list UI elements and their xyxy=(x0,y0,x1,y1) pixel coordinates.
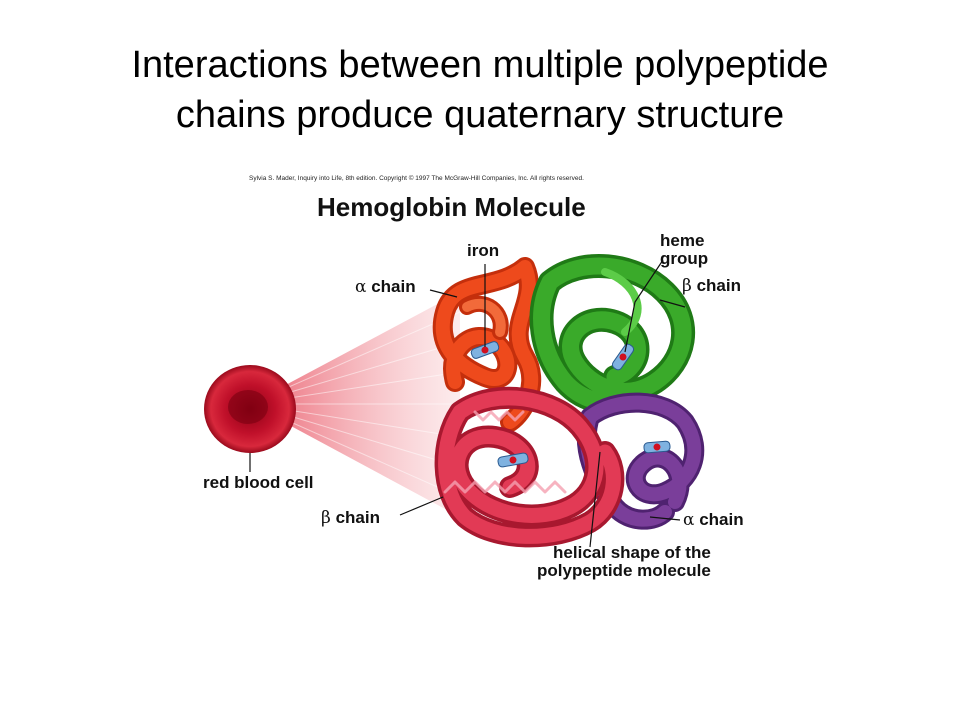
heme-group xyxy=(611,343,635,371)
leader-lines xyxy=(249,259,686,548)
label-beta-chain-top: β chain xyxy=(682,276,741,296)
hemoglobin-illustration xyxy=(204,254,705,548)
beta-symbol: β xyxy=(321,508,331,528)
label-beta-chain-bottom: β chain xyxy=(321,508,380,528)
hemoglobin-figure: Sylvia S. Mader, Inquiry into Life, 8th … xyxy=(195,172,760,597)
chain-word: chain xyxy=(696,276,741,295)
label-red-blood-cell: red blood cell xyxy=(203,473,314,492)
label-heme-group: heme group xyxy=(660,232,708,268)
label-heme-line-1: heme xyxy=(660,231,705,250)
alpha-symbol: α xyxy=(355,277,367,297)
label-helical-line-2: polypeptide molecule xyxy=(537,561,711,580)
label-alpha-chain-bottom: α chain xyxy=(683,510,744,530)
label-helical-shape: helical shape of the polypeptide molecul… xyxy=(537,544,711,580)
figure-title: Hemoglobin Molecule xyxy=(317,192,586,222)
label-alpha-chain-top: α chain xyxy=(355,277,416,297)
label-helical-line-1: helical shape of the xyxy=(553,543,711,562)
label-heme-line-2: group xyxy=(660,249,709,268)
chain-word: chain xyxy=(699,510,744,529)
chain-word: chain xyxy=(371,277,416,296)
slide-title-line-1: Interactions between multiple polypeptid… xyxy=(131,44,829,86)
alpha-symbol: α xyxy=(683,510,695,530)
beta-chain-top xyxy=(529,254,695,415)
label-iron: iron xyxy=(467,241,500,260)
heme-group xyxy=(643,440,671,454)
red-blood-cell xyxy=(204,365,296,453)
beta-chain-bottom xyxy=(434,386,625,548)
heme-groups xyxy=(470,341,671,468)
beta-symbol: β xyxy=(682,276,692,296)
slide-title: Interactions between multiple polypeptid… xyxy=(0,40,960,140)
heme-group xyxy=(497,452,529,468)
slide-title-line-2: chains produce quaternary structure xyxy=(175,94,785,136)
figure-credit: Sylvia S. Mader, Inquiry into Life, 8th … xyxy=(249,175,584,182)
chain-word: chain xyxy=(335,508,380,527)
heme-group xyxy=(470,341,500,359)
